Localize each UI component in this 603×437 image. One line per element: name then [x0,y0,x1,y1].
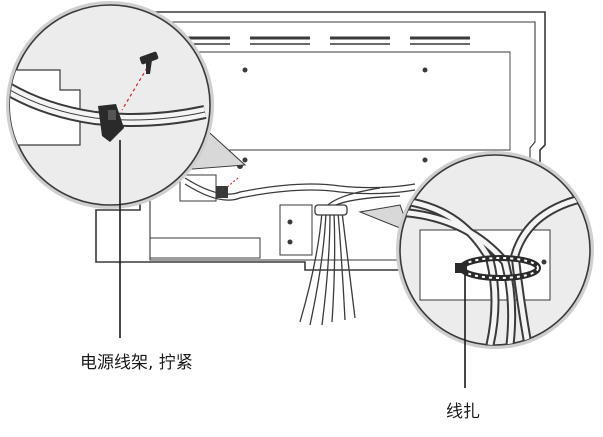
cable-bracket [98,104,124,142]
label-leader-lines [119,140,466,388]
cable-tie-on-panel [314,204,348,216]
screw-guide-line [121,67,148,111]
cable-tie-zoom-lens [396,151,594,349]
screw-icon [139,51,159,74]
cable-tie-callout-label: 线扎 [446,402,480,422]
bracket-callout-label: 电源线架, 拧紧 [80,353,193,373]
cable-tie [455,255,541,281]
bracket-zoom-lens [6,1,214,209]
